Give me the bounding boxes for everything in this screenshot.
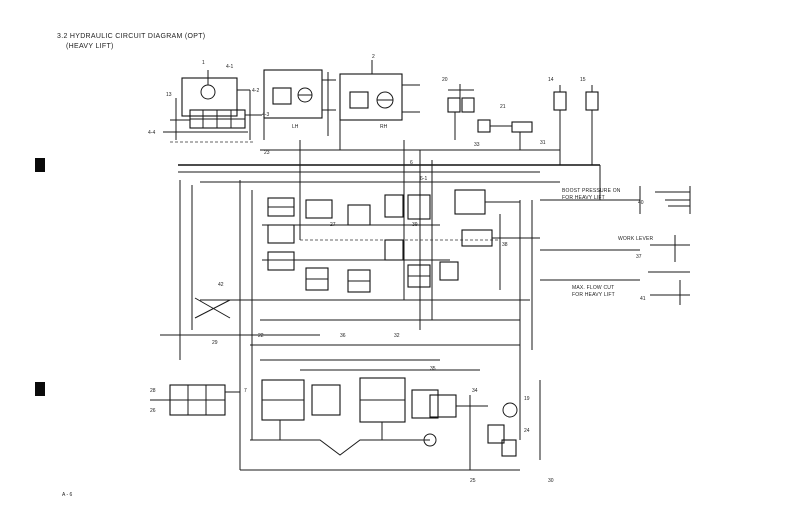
main-trunk-lines	[178, 140, 600, 470]
label-31: 31	[540, 140, 546, 146]
diagram-title: 3.2 HYDRAULIC CIRCUIT DIAGRAM (OPT)	[57, 33, 206, 40]
note-max-flow: MAX. FLOW CUT	[572, 285, 615, 291]
label-24: 24	[524, 428, 530, 434]
label-42: 42	[218, 282, 224, 288]
label-2: 2	[372, 54, 375, 60]
registration-mark-bottom	[35, 382, 45, 396]
label-32: 32	[394, 333, 400, 339]
label-4-1: 4-1	[226, 64, 234, 70]
label-41: 41	[640, 296, 646, 302]
mid-horizontal-lines	[160, 297, 520, 371]
label-1: 1	[202, 60, 205, 66]
note-work-lever: WORK LEVER	[618, 236, 654, 242]
label-6-1: 6-1	[420, 176, 428, 182]
label-34: 34	[472, 388, 478, 394]
label-33: 33	[474, 142, 480, 148]
bottom-left-valve	[150, 384, 240, 416]
label-13: 13	[166, 92, 172, 98]
label-21: 21	[500, 104, 506, 110]
diagram-subtitle: (HEAVY LIFT)	[66, 43, 114, 50]
pump-valve-cluster-left	[163, 70, 262, 143]
label-40: 40	[638, 200, 644, 206]
label-4-3: 4-3	[262, 112, 270, 118]
label-27: 27	[330, 222, 336, 228]
bottom-actuators	[240, 377, 520, 471]
pilot-block-right	[439, 189, 540, 301]
label-4-4: 4-4	[148, 130, 156, 136]
label-rh: RH	[380, 124, 388, 130]
label-7: 7	[244, 388, 247, 394]
label-22: 22	[258, 333, 264, 339]
label-30: 30	[548, 478, 554, 484]
label-26: 26	[150, 408, 156, 414]
control-valve-bank	[262, 194, 450, 293]
lh-travel-block	[263, 69, 336, 140]
note-boost-pressure: BOOST PRESSURE ON	[562, 188, 621, 194]
note-for-heavy-lift-2: FOR HEAVY LIFT	[572, 292, 615, 298]
label-15: 15	[580, 77, 586, 83]
label-6: 6	[410, 160, 413, 166]
option-lines-right	[540, 165, 691, 305]
label-35: 35	[430, 366, 436, 372]
label-20: 20	[442, 77, 448, 83]
label-23: 23	[264, 150, 270, 156]
label-28: 28	[150, 388, 156, 394]
label-29: 29	[212, 340, 218, 346]
label-14: 14	[548, 77, 554, 83]
label-37: 37	[636, 254, 642, 260]
rh-travel-block	[339, 60, 420, 150]
label-38: 38	[502, 242, 508, 248]
label-25: 25	[470, 478, 476, 484]
bottom-right-tank	[423, 380, 541, 470]
label-4-2: 4-2	[252, 88, 260, 94]
label-36: 36	[340, 333, 346, 339]
label-39: 39	[412, 222, 418, 228]
top-right-components	[440, 84, 599, 165]
page-number: A - 6	[62, 492, 73, 498]
label-19: 19	[524, 396, 530, 402]
label-lh: LH	[292, 124, 299, 130]
registration-mark-top	[35, 158, 45, 172]
note-for-heavy-lift-1: FOR HEAVY LIFT	[562, 195, 605, 201]
